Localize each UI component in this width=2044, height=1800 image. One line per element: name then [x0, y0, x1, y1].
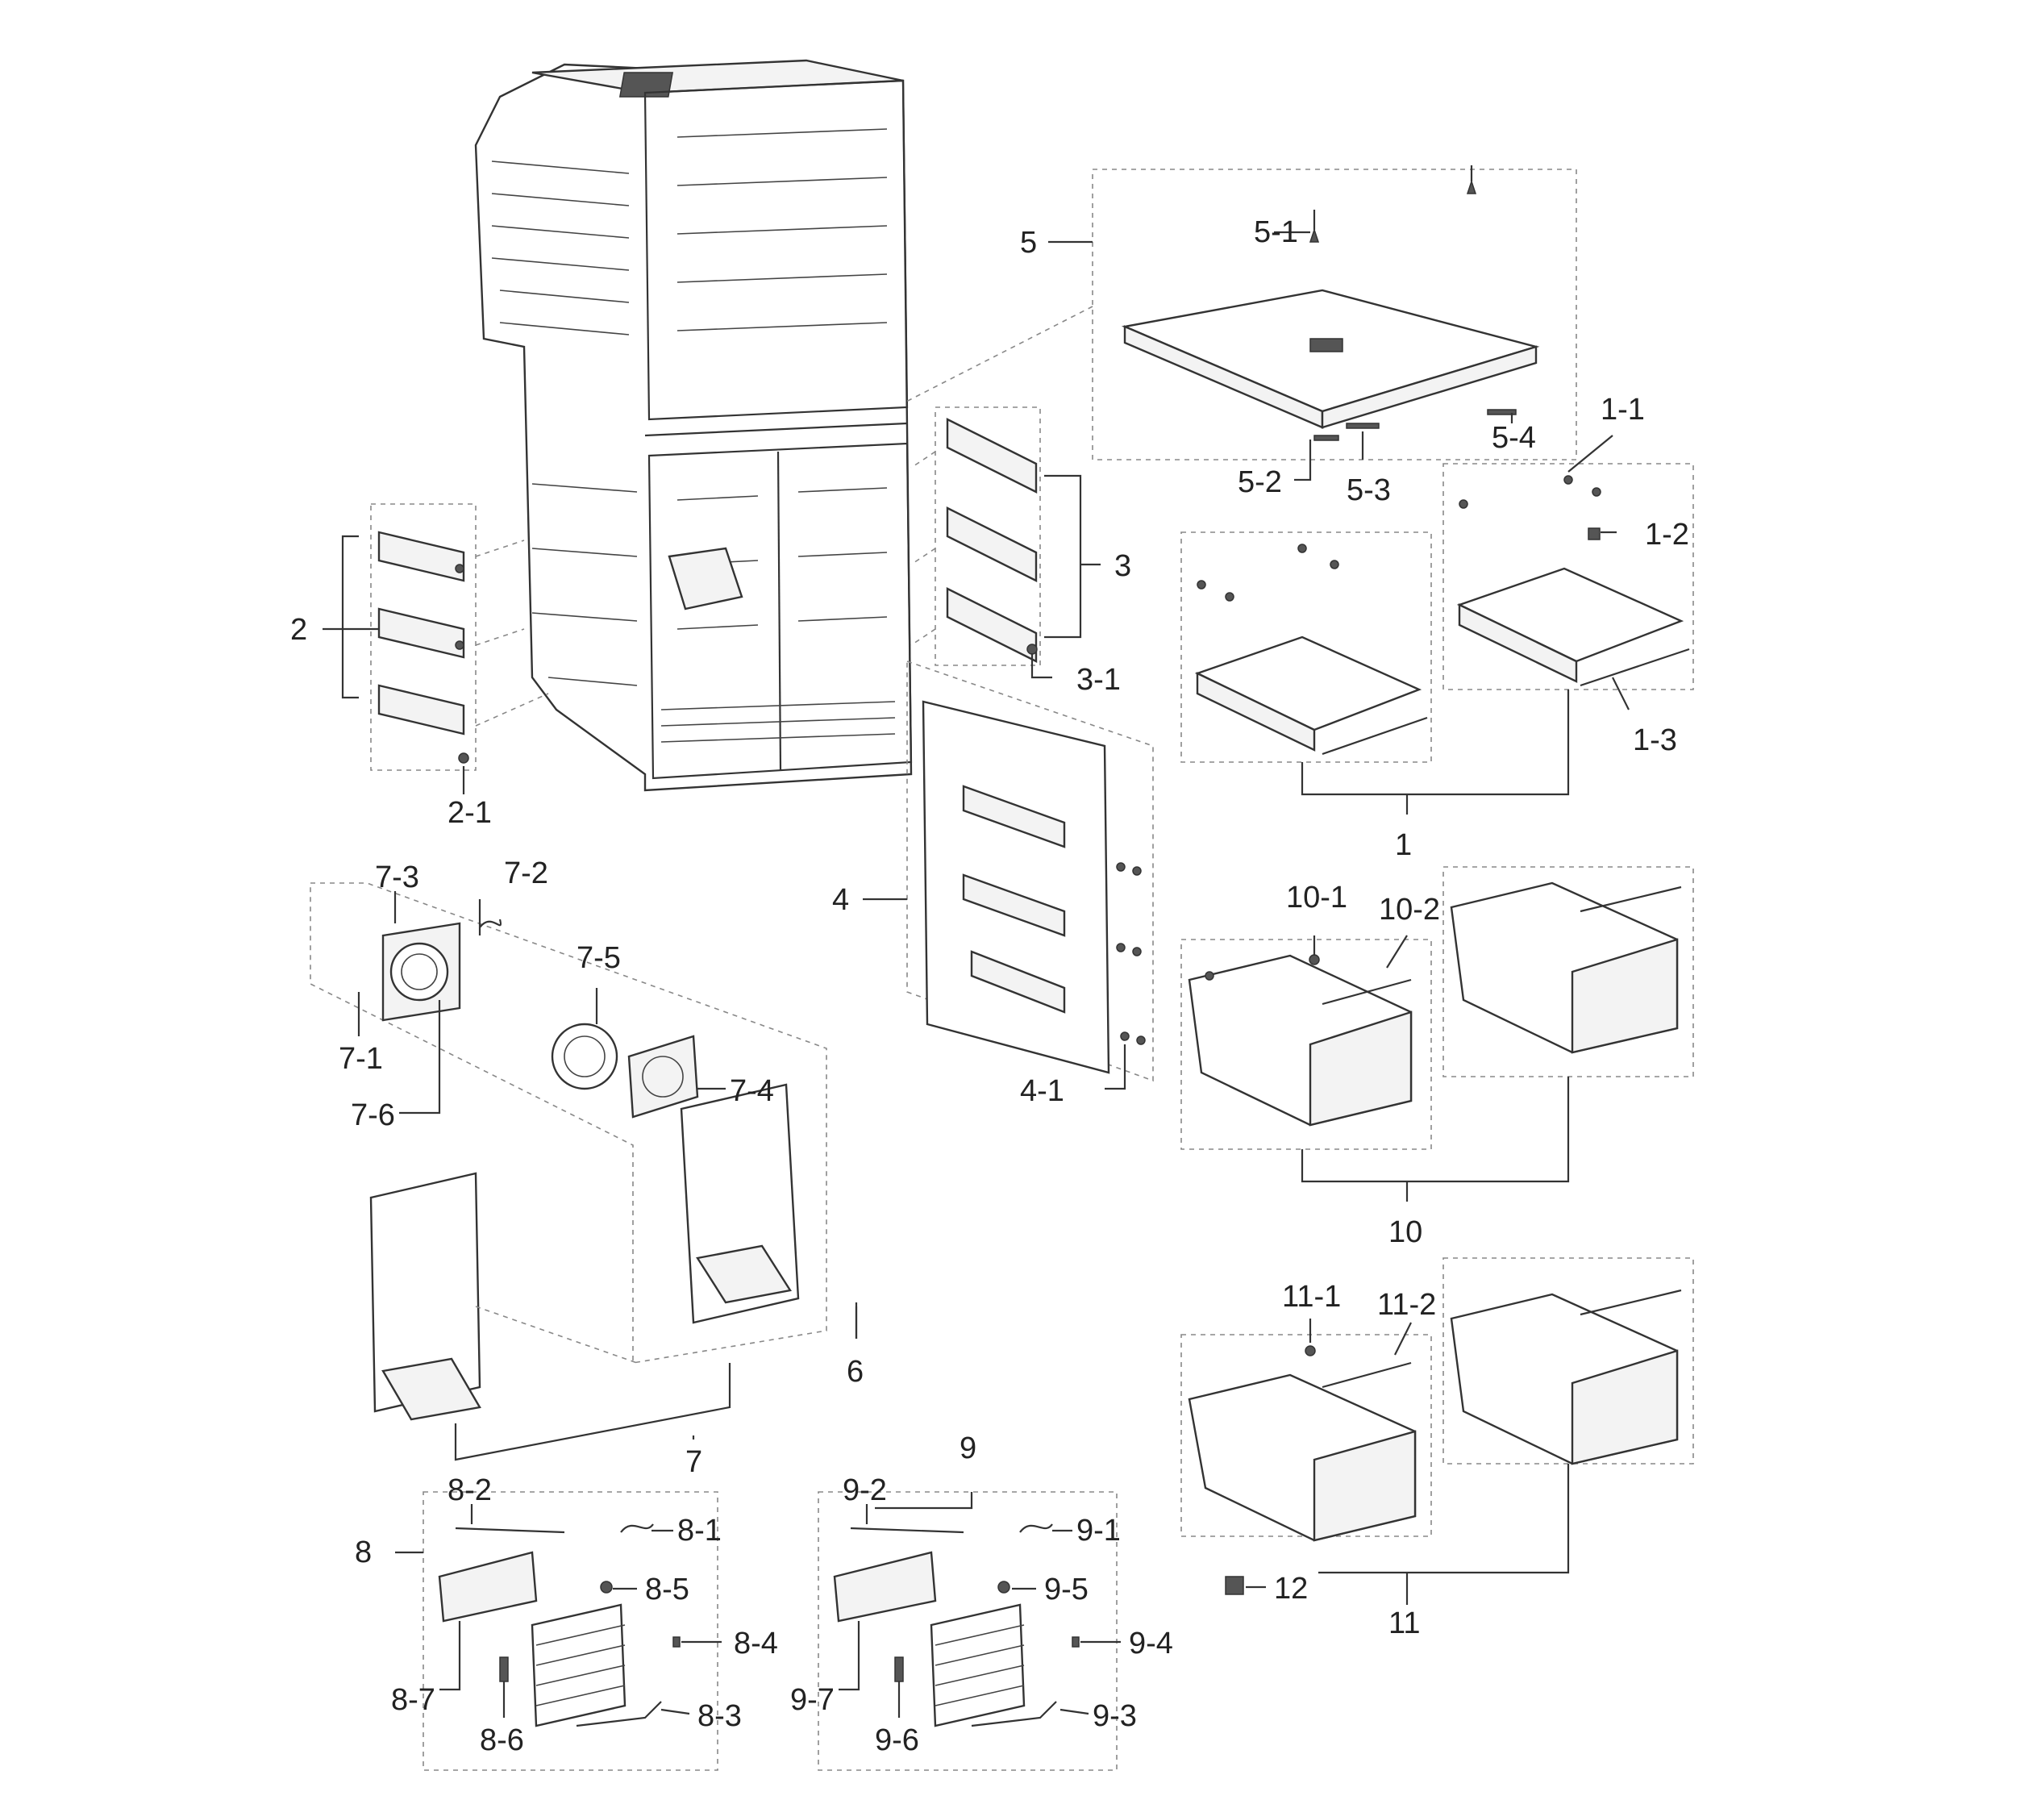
label-9-6: 9-6	[875, 1723, 919, 1757]
evaporator-assembly-8	[423, 1491, 718, 1771]
drawers-10	[1180, 866, 1694, 1150]
label-12: 12	[1274, 1572, 1308, 1606]
label-8: 8	[355, 1535, 372, 1569]
label-11-1: 11-1	[1282, 1280, 1341, 1314]
label-7-6: 7-6	[351, 1098, 395, 1132]
label-3-1: 3-1	[1076, 663, 1121, 697]
label-3: 3	[1114, 549, 1131, 583]
label-6: 6	[847, 1355, 864, 1389]
cabinet-assembly	[474, 59, 913, 792]
label-1-2: 1-2	[1645, 518, 1689, 552]
label-8-2: 8-2	[448, 1473, 492, 1507]
label-4-1: 4-1	[1020, 1074, 1064, 1108]
label-1: 1	[1395, 828, 1412, 862]
label-7-4: 7-4	[730, 1074, 774, 1108]
top-shelf	[902, 165, 1577, 460]
label-11-2: 11-2	[1377, 1288, 1436, 1322]
label-5-4: 5-4	[1492, 421, 1536, 455]
part-labels: 1 1-1 1-2 1-3 2 2-1 3 3-1 4 4-1 5 5-1 5-…	[290, 215, 1689, 1757]
label-9-5: 9-5	[1044, 1573, 1089, 1606]
divider-cover	[906, 660, 1154, 1082]
label-1-3: 1-3	[1633, 723, 1677, 757]
drawers-11	[1180, 1257, 1694, 1595]
label-10-2: 10-2	[1379, 893, 1440, 927]
label-10-1: 10-1	[1286, 881, 1347, 915]
label-7-1: 7-1	[339, 1042, 383, 1076]
label-8-4: 8-4	[734, 1627, 778, 1660]
label-8-3: 8-3	[697, 1699, 742, 1733]
label-9-4: 9-4	[1129, 1627, 1173, 1660]
label-5-3: 5-3	[1347, 473, 1391, 507]
label-8-5: 8-5	[645, 1573, 689, 1606]
label-9-3: 9-3	[1093, 1699, 1137, 1733]
label-9-7: 9-7	[790, 1683, 835, 1717]
label-5-2: 5-2	[1238, 465, 1282, 499]
label-11: 11	[1388, 1606, 1420, 1640]
shelf-rails	[910, 406, 1041, 666]
label-8-7: 8-7	[391, 1683, 435, 1717]
label-9: 9	[960, 1431, 976, 1465]
label-8-6: 8-6	[480, 1723, 524, 1757]
label-4: 4	[832, 883, 849, 917]
evaporator-cover-assembly	[310, 882, 858, 1421]
label-8-1: 8-1	[677, 1514, 722, 1548]
label-2-1: 2-1	[448, 796, 492, 830]
label-7: 7	[685, 1445, 702, 1479]
evaporator-assembly-9	[818, 1491, 1118, 1771]
label-7-3: 7-3	[375, 860, 419, 894]
label-9-2: 9-2	[843, 1473, 887, 1507]
label-1-1: 1-1	[1601, 393, 1645, 427]
label-7-2: 7-2	[504, 856, 548, 890]
label-9-1: 9-1	[1076, 1514, 1121, 1548]
leader-lines	[323, 231, 1630, 1718]
label-10: 10	[1388, 1215, 1422, 1249]
label-2: 2	[290, 613, 307, 647]
label-5: 5	[1020, 226, 1037, 260]
label-7-5: 7-5	[577, 941, 621, 975]
shelf-assemblies	[1180, 463, 1694, 763]
label-5-1: 5-1	[1254, 215, 1298, 249]
control-panels	[370, 503, 549, 771]
